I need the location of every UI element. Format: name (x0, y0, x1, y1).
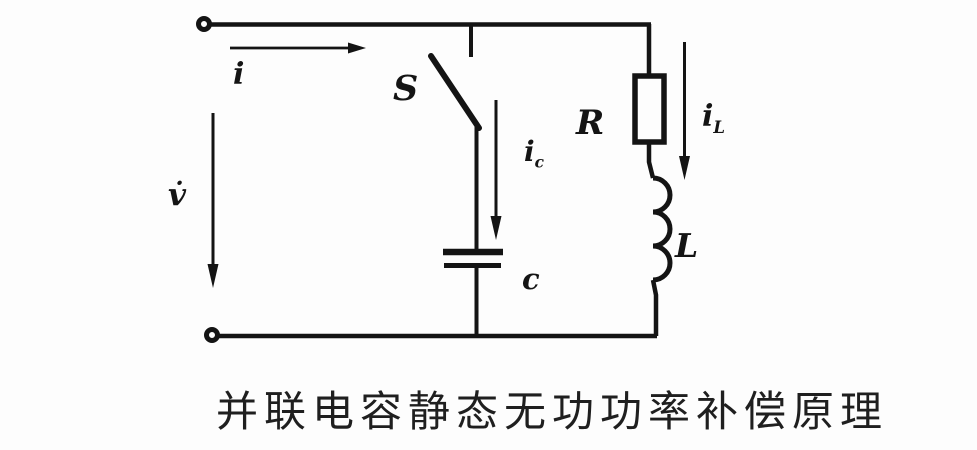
inductor-symbol: L (675, 226, 699, 265)
load-current-subscript: L (713, 118, 726, 137)
voltage-label: v̇ (168, 180, 186, 211)
resistor-icon (632, 73, 667, 145)
resistor-bottom-lead-wire (646, 142, 656, 179)
voltage-symbol: v̇ (168, 177, 187, 213)
source-current-label: i (233, 60, 244, 90)
inductor-icon (652, 175, 673, 283)
capacitor-icon (443, 248, 503, 268)
capacitor-current-symbol: i (524, 135, 535, 168)
capacitor-current-arrow-icon (490, 100, 502, 240)
capacitor-symbol: c (522, 262, 540, 296)
source-current-symbol: i (233, 57, 245, 92)
inductor-label: L (675, 229, 698, 262)
switch-label: S (393, 71, 418, 106)
load-current-label: iL (702, 102, 725, 137)
switch-symbol: S (393, 68, 419, 109)
source-current-arrow-icon (230, 42, 366, 54)
capacitor-current-label: ic (524, 138, 544, 171)
inductor-bottom-lead-wire (650, 279, 659, 336)
top-left-terminal-icon (196, 16, 212, 32)
capacitor-label: c (522, 265, 540, 294)
capacitor-current-subscript: c (534, 153, 545, 172)
inductor-current-arrow-icon (679, 42, 690, 180)
switch-icon (428, 25, 482, 131)
figure-caption: 并联电容静态无功功率补偿原理 (216, 390, 889, 436)
resistor-symbol: R (576, 103, 605, 143)
bottom-left-terminal-icon (204, 327, 220, 343)
resistor-label: R (576, 106, 604, 140)
voltage-arrow-icon (207, 113, 219, 288)
load-current-symbol: i (702, 99, 714, 134)
